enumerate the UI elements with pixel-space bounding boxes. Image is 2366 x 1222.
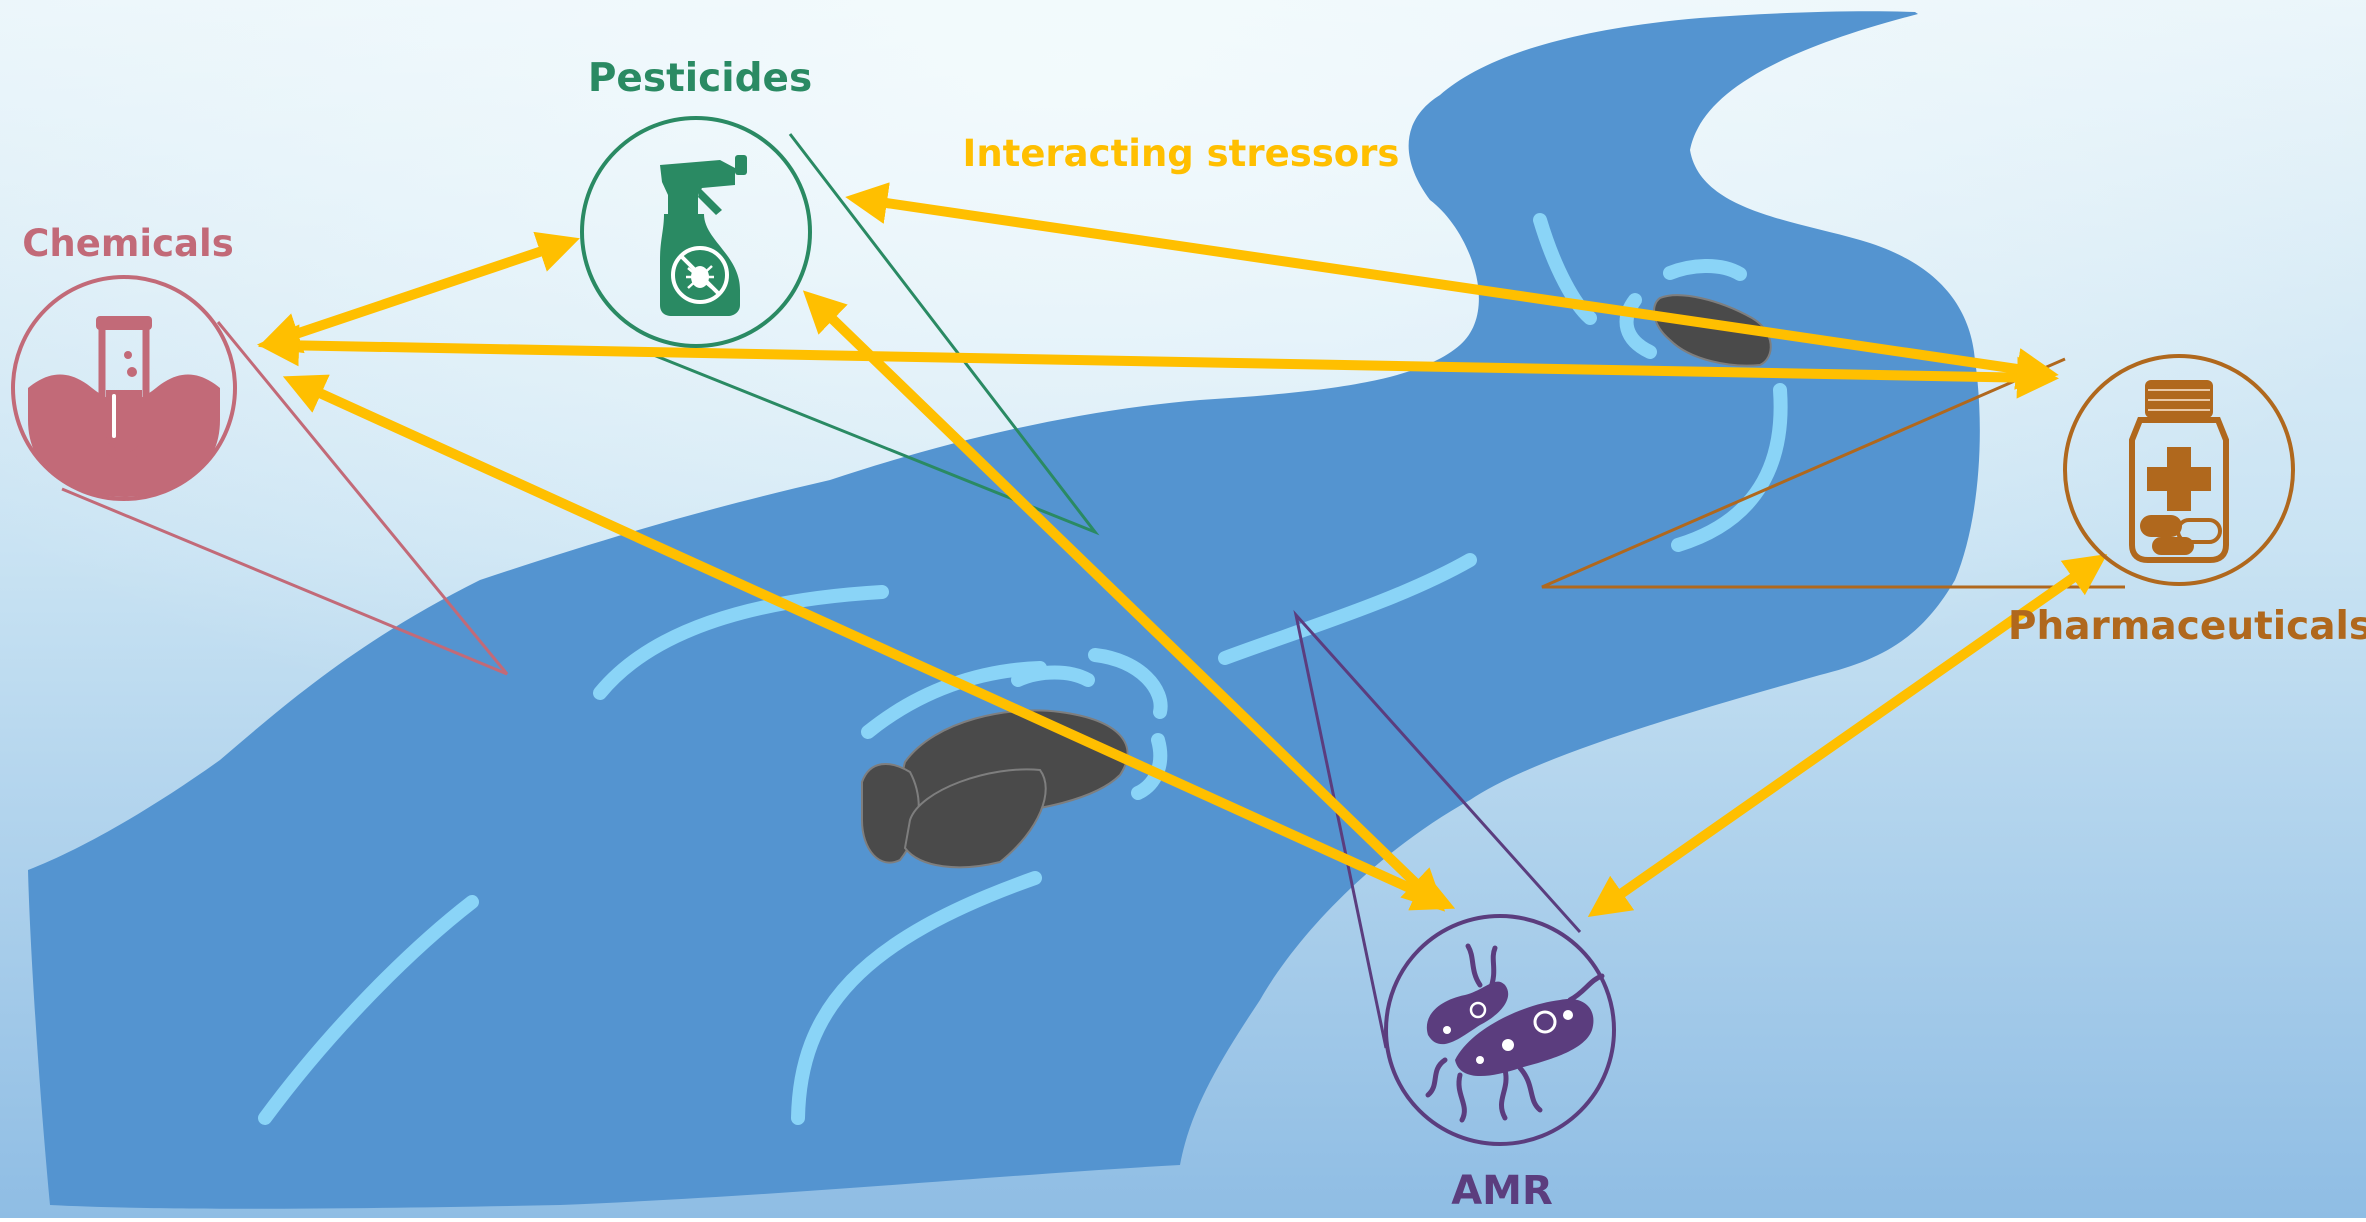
- amr-label: AMR: [1451, 1168, 1553, 1214]
- pharmaceuticals-label: Pharmaceuticals: [2008, 604, 2366, 649]
- interacting-stressors-label: Interacting stressors: [963, 132, 1400, 175]
- pesticides-label: Pesticides: [588, 56, 812, 101]
- chemicals-label: Chemicals: [22, 222, 233, 265]
